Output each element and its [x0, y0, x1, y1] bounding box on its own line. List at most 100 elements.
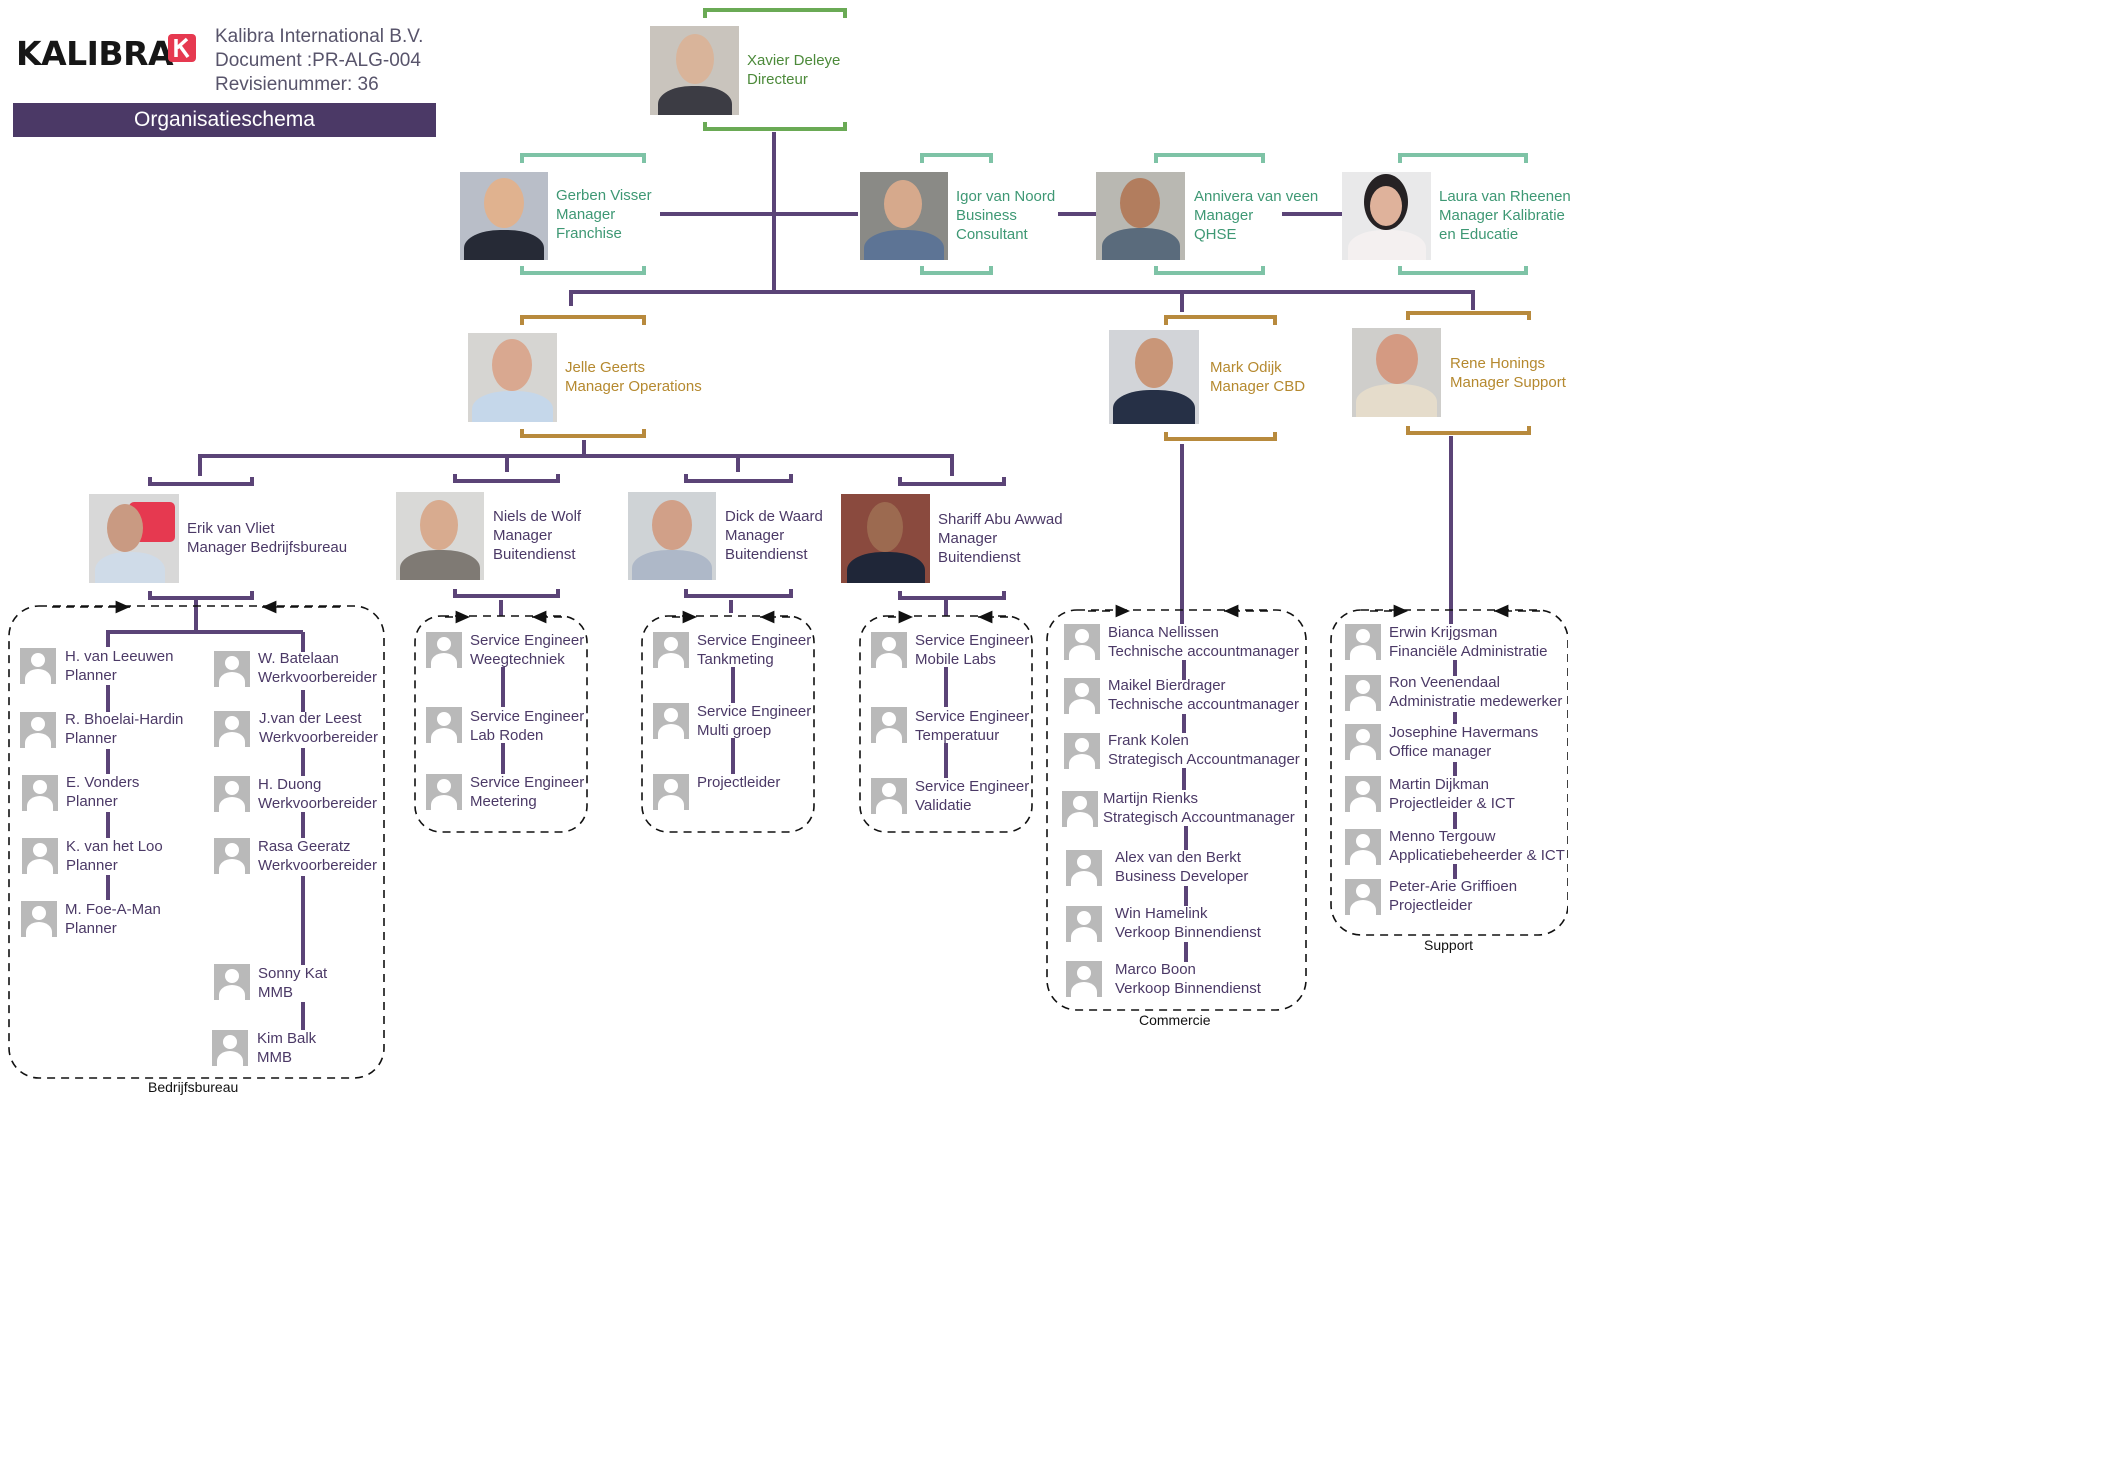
- manager-photo-mark-odijk: [1109, 330, 1199, 424]
- person-name: Xavier Deleye: [747, 52, 841, 69]
- person-role: Manager Kalibratie: [1439, 207, 1565, 224]
- person-card: Alex van den Berkt Business Developer: [1115, 848, 1248, 886]
- person-card: Service Engineer Validatie: [915, 777, 1029, 815]
- person-role: Lab Roden: [470, 727, 544, 744]
- person-card: Bianca Nellissen Technische accountmanag…: [1108, 623, 1299, 661]
- person-name: Maikel Bierdrager: [1108, 677, 1226, 694]
- logo-k-icon: [168, 34, 196, 62]
- org-connector-lines: [8, 8, 1568, 1079]
- ops-card-erik-van-vliet: Erik van Vliet Manager Bedrijfsbureau: [187, 519, 347, 557]
- person-role: Validatie: [915, 797, 972, 814]
- person-role: Service Engineer: [697, 703, 812, 720]
- user-placeholder-icon: [1064, 624, 1100, 660]
- user-placeholder-icon: [871, 707, 907, 743]
- person-name: Dick de Waard: [725, 508, 823, 525]
- person-role: Service Engineer: [470, 774, 585, 791]
- person-role: Strategisch Accountmanager: [1108, 751, 1300, 768]
- user-placeholder-icon: [1345, 776, 1381, 812]
- page-title-banner: Organisatieschema: [13, 103, 436, 137]
- ops-photo-erik-van-vliet: [89, 494, 179, 583]
- person-role: Business: [956, 207, 1017, 224]
- person-role: Administratie medewerker: [1389, 693, 1563, 710]
- person-role: Werkvoorbereider: [258, 795, 377, 812]
- person-role: Multi groep: [697, 722, 772, 739]
- person-card: Martin Dijkman Projectleider & ICT: [1389, 775, 1515, 813]
- director-card: Xavier Deleye Directeur: [747, 51, 840, 89]
- user-placeholder-icon: [871, 778, 907, 814]
- person-name: H. Duong: [258, 776, 322, 793]
- person-name: Frank Kolen: [1108, 732, 1189, 749]
- person-name: H. van Leeuwen: [65, 648, 174, 665]
- person-card: Kim Balk MMB: [257, 1029, 316, 1067]
- person-role: Service Engineer: [470, 632, 585, 649]
- person-role: Manager Bedrijfsbureau: [187, 539, 348, 556]
- person-name: Alex van den Berkt: [1115, 849, 1241, 866]
- person-role: Buitendienst: [493, 546, 576, 563]
- person-role: MMB: [257, 1049, 292, 1066]
- person-name: Mark Odijk: [1210, 359, 1282, 376]
- person-role: Consultant: [956, 226, 1028, 243]
- person-card: Win Hamelink Verkoop Binnendienst: [1115, 904, 1261, 942]
- person-name: Rene Honings: [1450, 355, 1546, 372]
- person-card: Rasa Geeratz Werkvoorbereider: [258, 837, 377, 875]
- user-placeholder-icon: [20, 712, 56, 748]
- person-card: Service Engineer Meetering: [470, 773, 584, 811]
- person-card: Frank Kolen Strategisch Accountmanager: [1108, 731, 1300, 769]
- person-card: E. Vonders Planner: [66, 773, 139, 811]
- group-label-commercie: Commercie: [1139, 1012, 1211, 1028]
- user-placeholder-icon: [871, 632, 907, 668]
- user-placeholder-icon: [653, 632, 689, 668]
- staff-photo-annivera-van-veen: [1096, 172, 1185, 260]
- person-name: Win Hamelink: [1115, 905, 1208, 922]
- person-card: Sonny Kat MMB: [258, 964, 327, 1002]
- user-placeholder-icon: [426, 774, 462, 810]
- person-name: M. Foe-A-Man: [65, 901, 161, 918]
- user-placeholder-icon: [1064, 678, 1100, 714]
- user-placeholder-icon: [212, 1030, 248, 1066]
- user-placeholder-icon: [20, 648, 56, 684]
- revision-number: Revisienummer: 36: [215, 74, 379, 95]
- person-role: Service Engineer: [915, 778, 1030, 795]
- ops-photo-niels-de-wolf: [396, 492, 484, 580]
- person-role: Technische accountmanager: [1108, 643, 1299, 660]
- person-role: Manager Support: [1450, 374, 1566, 391]
- manager-photo-rene-honings: [1352, 328, 1441, 417]
- person-card: W. Batelaan Werkvoorbereider: [258, 649, 377, 687]
- logo-wordmark: KALIBRA: [16, 34, 174, 73]
- staff-card-igor-van-noord: Igor van Noord Business Consultant: [956, 187, 1055, 244]
- ops-photo-shariff-abu-awwad: [841, 494, 930, 583]
- person-role: Franchise: [556, 225, 622, 242]
- staff-photo-gerben-visser: [460, 172, 548, 260]
- document-number: Document :PR-ALG-004: [215, 50, 421, 71]
- person-name: Martin Dijkman: [1389, 776, 1490, 793]
- person-card: Service Engineer Tankmeting: [697, 631, 811, 669]
- person-name: K. van het Loo: [66, 838, 163, 855]
- user-placeholder-icon: [1345, 675, 1381, 711]
- person-role: Directeur: [747, 71, 808, 88]
- person-name: Josephine Havermans: [1389, 724, 1539, 741]
- user-placeholder-icon: [1066, 906, 1102, 942]
- person-role: Buitendienst: [938, 549, 1021, 566]
- person-role: Werkvoorbereider: [259, 729, 378, 746]
- user-placeholder-icon: [653, 774, 689, 810]
- person-role: Tankmeting: [697, 651, 774, 668]
- person-name: Erik van Vliet: [187, 520, 275, 537]
- manager-card-jelle-geerts: Jelle Geerts Manager Operations: [565, 358, 702, 396]
- staff-card-laura-van-rheenen: Laura van Rheenen Manager Kalibratie en …: [1439, 187, 1571, 244]
- person-role: Werkvoorbereider: [258, 857, 377, 874]
- person-role: Manager: [725, 527, 785, 544]
- group-label-bedrijfsbureau: Bedrijfsbureau: [148, 1079, 239, 1095]
- person-name: Gerben Visser: [556, 187, 652, 204]
- person-role: QHSE: [1194, 226, 1237, 243]
- person-card: Projectleider: [697, 773, 780, 792]
- person-name: E. Vonders: [66, 774, 140, 791]
- person-role: Meetering: [470, 793, 537, 810]
- person-role: Werkvoorbereider: [258, 669, 377, 686]
- person-name: Annivera van veen: [1194, 188, 1319, 205]
- person-card: Service Engineer Mobile Labs: [915, 631, 1029, 669]
- person-card: H. Duong Werkvoorbereider: [258, 775, 377, 813]
- person-name: Jelle Geerts: [565, 359, 646, 376]
- person-role: Projectleider: [1389, 897, 1473, 914]
- person-name: Bianca Nellissen: [1108, 624, 1219, 641]
- person-card: Maikel Bierdrager Technische accountmana…: [1108, 676, 1299, 714]
